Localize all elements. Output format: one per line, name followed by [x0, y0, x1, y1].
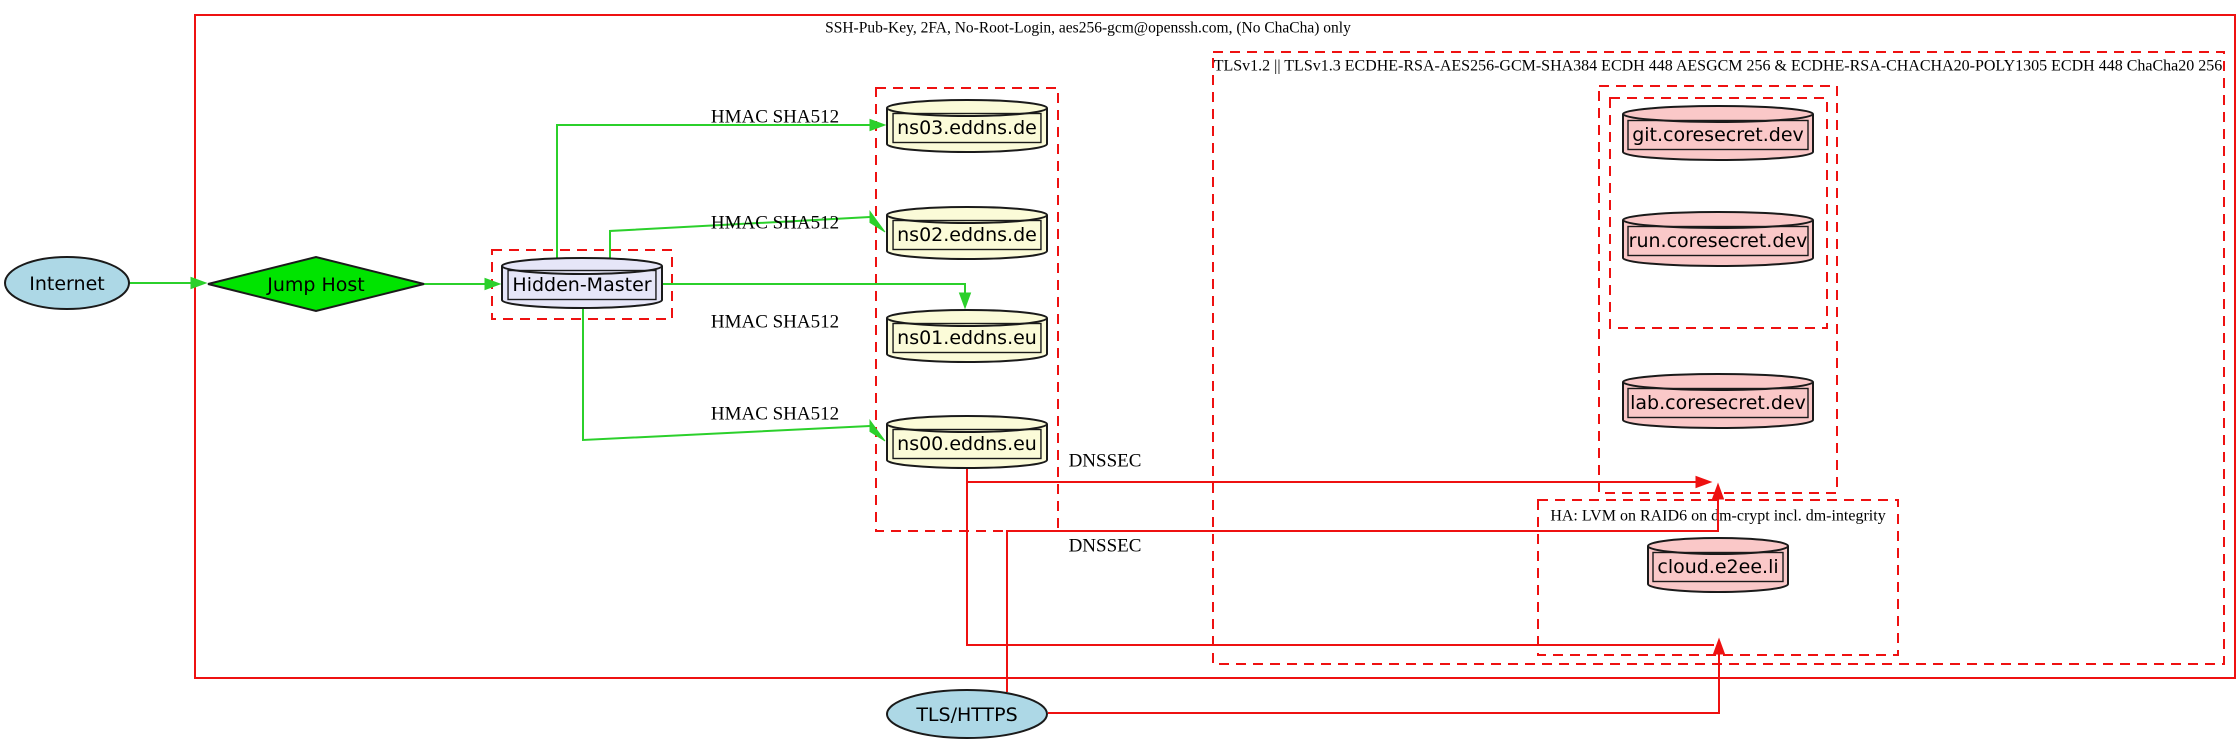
- node-ns03-lid: [886, 107, 1048, 117]
- node-hidden-master-lid: [501, 265, 663, 275]
- cluster-ssh-label: SSH-Pub-Key, 2FA, No-Root-Login, aes256-…: [825, 20, 1351, 37]
- node-run-label: run.coresecret.dev: [1629, 230, 1808, 252]
- edge-hidden-master-to-ns00-arrowhead: [869, 418, 886, 442]
- edge-hidden-master-to-ns03: [556, 124, 870, 259]
- cluster-servers-box-border: [1598, 85, 1838, 494]
- node-run-label-box: [1627, 225, 1809, 257]
- edge-label-3: HMAC SHA512: [711, 404, 839, 425]
- node-ns02-label-box: [892, 219, 1042, 251]
- node-tls-https-label: TLS/HTTPS: [915, 704, 1017, 726]
- node-ns01-label: ns01.eddns.eu: [897, 327, 1037, 349]
- cluster-tls-label: TLSv1.2 || TLSv1.3 ECDHE-RSA-AES256-GCM-…: [1214, 58, 2223, 75]
- edge-label-4: DNSSEC: [1069, 451, 1142, 472]
- node-jump-host: [207, 255, 425, 313]
- node-internet: [4, 256, 130, 310]
- node-ns01-label-box: [892, 322, 1042, 354]
- edge-dnssec-feeder-to-ha-box: [966, 482, 1714, 646]
- edge-dnssec-from-tls-https-arrowhead: [1711, 482, 1725, 500]
- node-git-lid: [1622, 113, 1814, 123]
- node-ns00-label-box: [892, 428, 1042, 460]
- node-git: [1622, 105, 1814, 161]
- node-lab-label: lab.coresecret.dev: [1630, 392, 1806, 414]
- cluster-git-run-box-border: [1609, 97, 1828, 329]
- edge-dnssec-to-servers-box-arrowhead: [1695, 475, 1713, 489]
- edge-tls-https-to-ha-box: [1048, 654, 1720, 714]
- edge-dnssec-from-tls-https: [1006, 499, 1719, 692]
- node-cloud-label: cloud.e2ee.li: [1657, 556, 1778, 578]
- node-run-lid: [1622, 219, 1814, 229]
- edge-label-1: HMAC SHA512: [711, 213, 839, 234]
- edge-label-5: DNSSEC: [1069, 536, 1142, 557]
- node-tls-https: [886, 689, 1048, 739]
- node-git-label: git.coresecret.dev: [1632, 124, 1804, 146]
- edge-tls-https-to-ha-box-arrowhead: [1712, 637, 1726, 655]
- edge-label-2: HMAC SHA512: [711, 312, 839, 333]
- node-lab-label-box: [1627, 387, 1809, 419]
- node-ns02-label: ns02.eddns.de: [897, 224, 1037, 246]
- node-cloud: [1647, 537, 1789, 593]
- node-internet-label: Internet: [29, 273, 104, 295]
- node-ns02-lid: [886, 214, 1048, 224]
- node-ns03-label-box: [892, 112, 1042, 144]
- node-jump-host-label: Jump Host: [266, 274, 365, 296]
- edge-hidden-master-to-ns02-arrowhead: [869, 209, 886, 233]
- node-ns00-lid: [886, 423, 1048, 433]
- edge-hidden-master-to-ns00: [582, 305, 871, 442]
- edge-hidden-master-to-ns02: [609, 216, 871, 259]
- edge-hidden-master-to-ns01-arrowhead: [958, 292, 972, 310]
- edge-internet-to-jumphost-arrowhead: [190, 276, 208, 290]
- node-cloud-label-box: [1652, 551, 1784, 583]
- node-run: [1622, 211, 1814, 267]
- node-hidden-master-label-box: [507, 269, 657, 301]
- node-git-label-box: [1627, 119, 1809, 151]
- node-hidden-master-label: Hidden-Master: [512, 274, 651, 296]
- node-ns01-lid: [886, 317, 1048, 327]
- node-ns03-label: ns03.eddns.de: [897, 117, 1037, 139]
- node-lab: [1622, 373, 1814, 429]
- edge-hidden-master-to-ns01: [663, 283, 966, 293]
- edge-hidden-master-to-ns03-arrowhead: [869, 118, 887, 132]
- edge-label-0: HMAC SHA512: [711, 107, 839, 128]
- node-lab-lid: [1622, 381, 1814, 391]
- node-ns00-label: ns00.eddns.eu: [897, 433, 1037, 455]
- cluster-ssh-border: [194, 14, 2236, 679]
- node-cloud-lid: [1647, 545, 1789, 555]
